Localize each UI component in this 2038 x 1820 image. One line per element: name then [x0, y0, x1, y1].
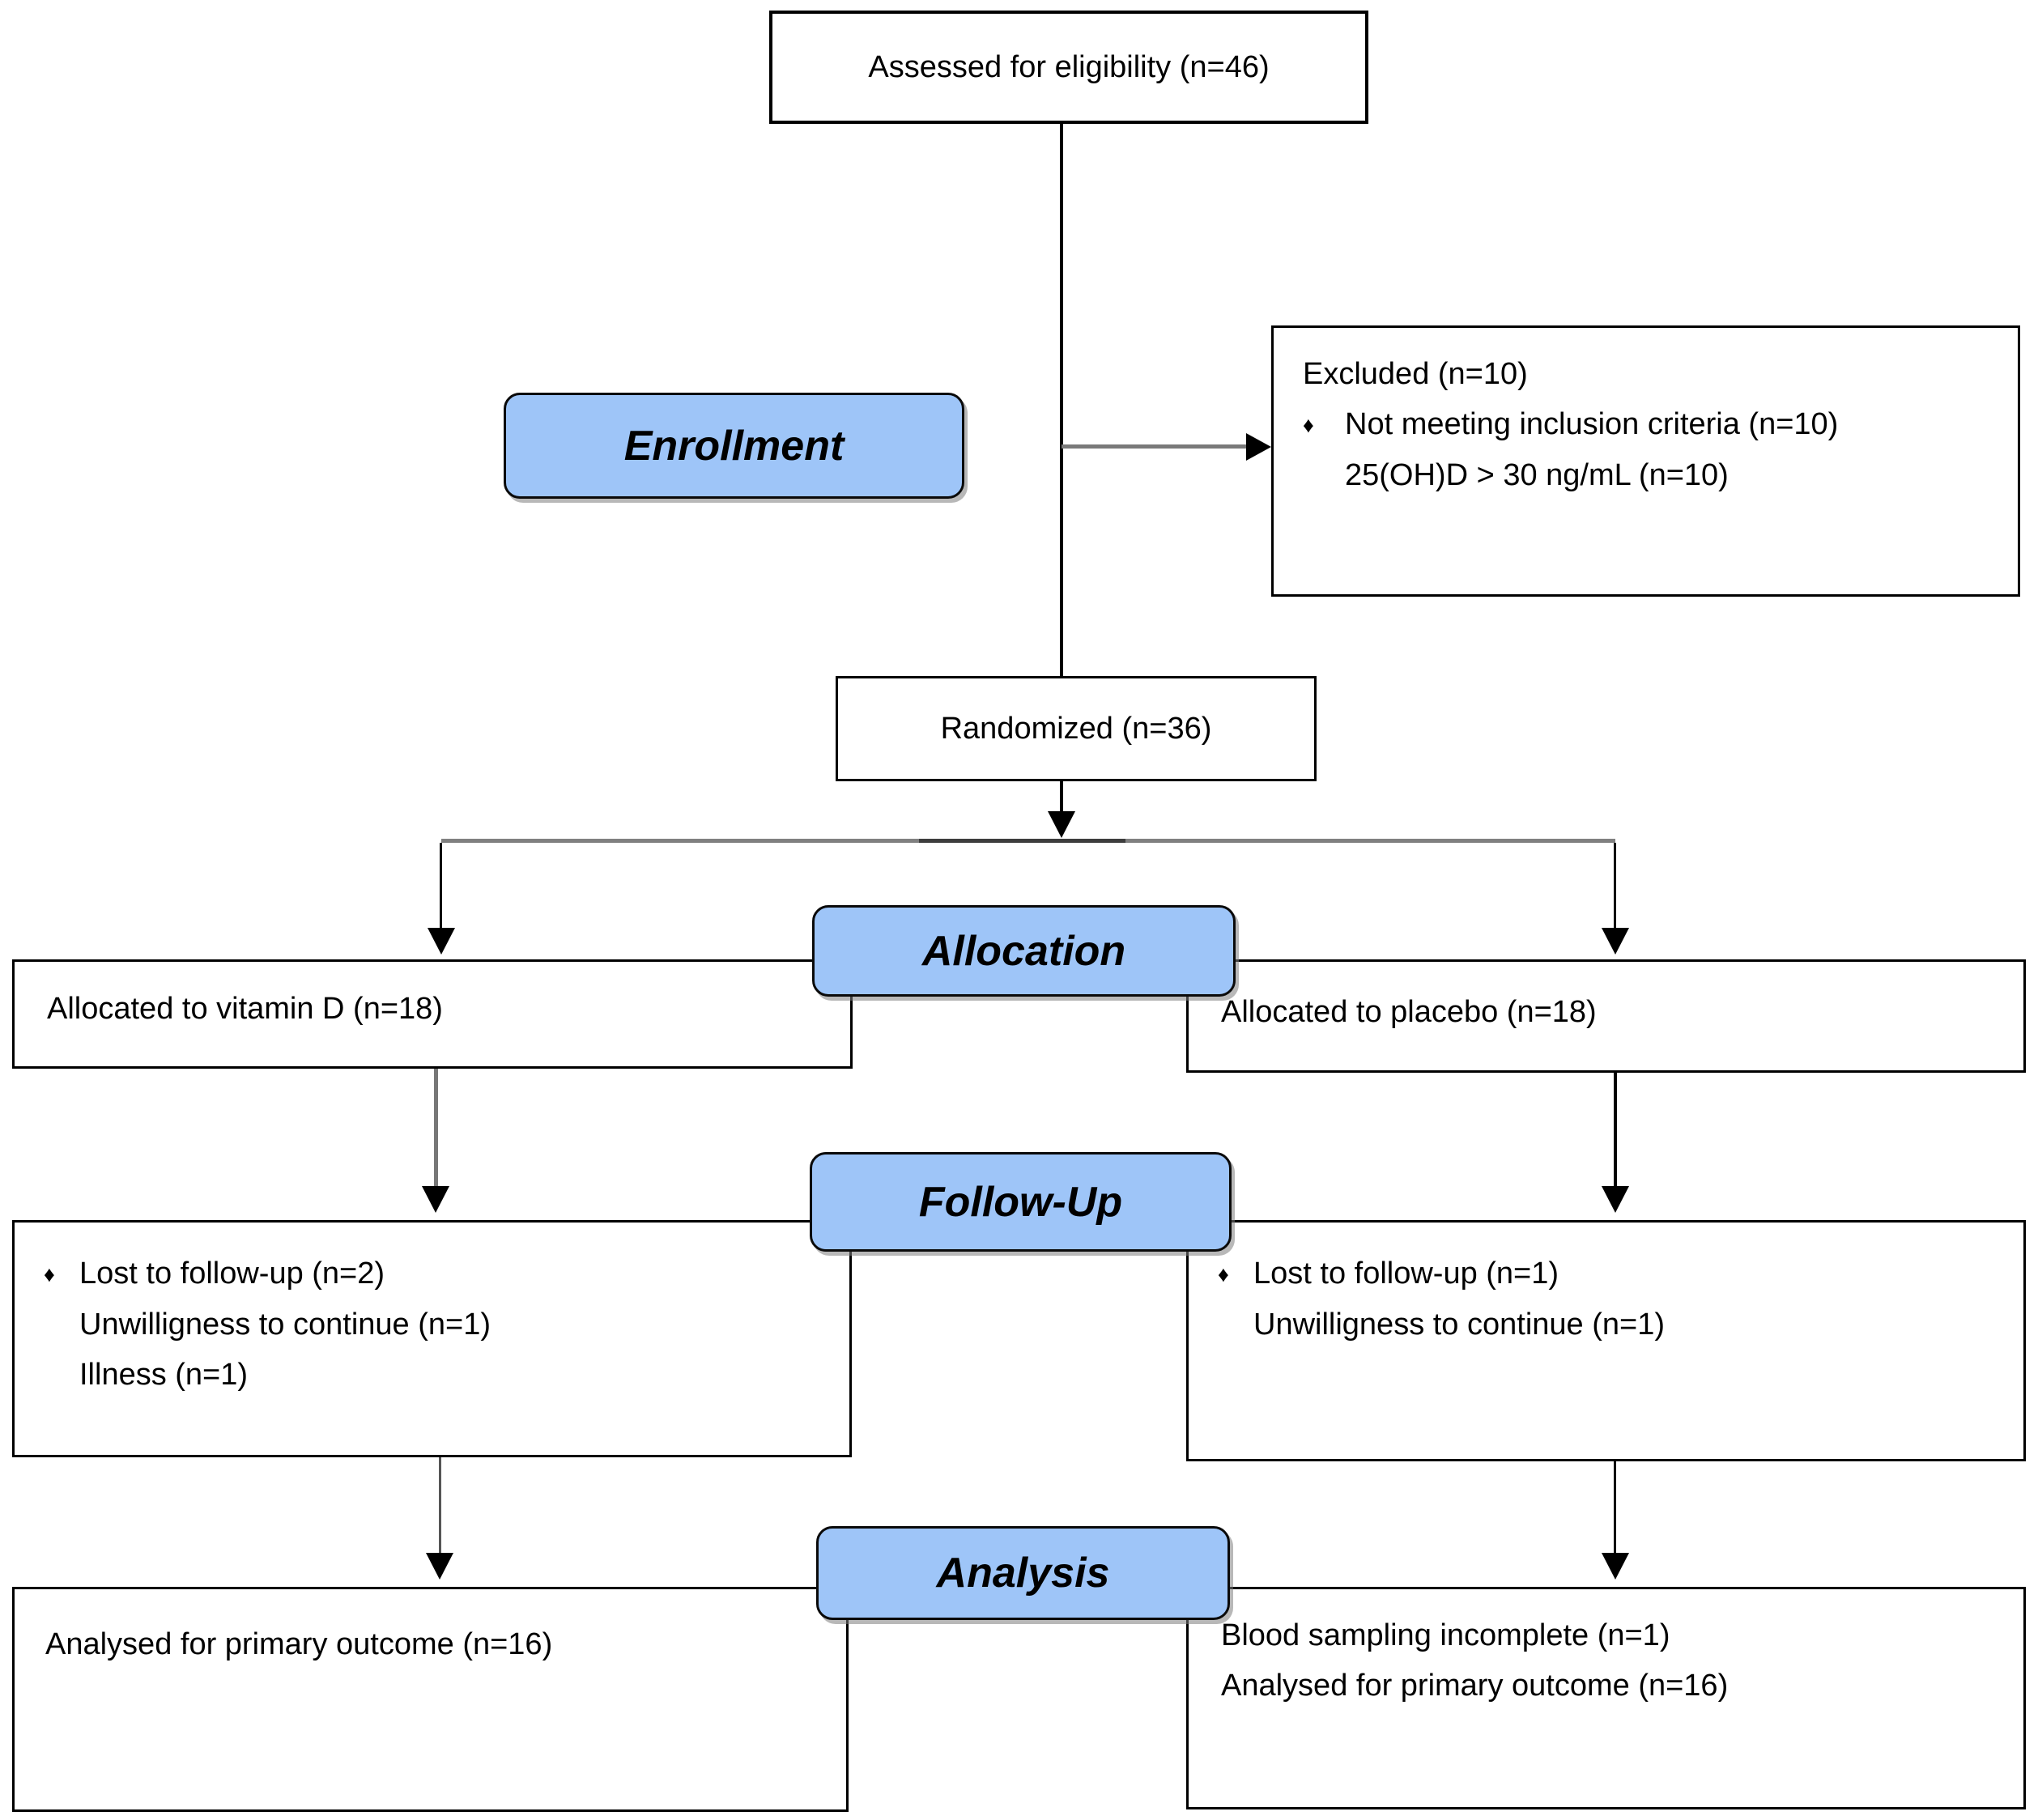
followup-stage-box: Follow-Up: [810, 1152, 1232, 1252]
excluded-reason: Not meeting inclusion criteria (n=10): [1345, 407, 1839, 441]
followup-stage-label: Follow-Up: [918, 1178, 1123, 1226]
bullet-diamond-icon: ♦: [44, 1262, 55, 1286]
allocated-vitamin-d-box: Allocated to vitamin D (n=18): [12, 959, 853, 1069]
enrollment-stage-box: Enrollment: [504, 393, 964, 499]
lost-to-followup-right-label: Lost to follow-up (n=1): [1253, 1257, 1559, 1291]
connector-allocation-to-followup-left: [434, 1069, 438, 1188]
connector-split-line-dark-segment: [919, 839, 1125, 843]
bullet-diamond-icon: ♦: [1303, 413, 1314, 437]
allocation-stage-label: Allocation: [921, 927, 1126, 975]
analysis-stage-label: Analysis: [936, 1550, 1110, 1597]
allocated-placebo-box: Allocated to placebo (n=18): [1186, 959, 2026, 1073]
randomized-box: Randomized (n=36): [836, 676, 1317, 781]
analysed-right-label: Analysed for primary outcome (n=16): [1221, 1669, 1729, 1703]
connector-followup-to-analysis-right: [1614, 1461, 1616, 1554]
assessed-label: Assessed for eligibility (n=46): [868, 50, 1270, 84]
enrollment-stage-label: Enrollment: [623, 422, 845, 470]
followup-left-line1: ♦ Lost to follow-up (n=2): [44, 1248, 841, 1299]
arrowhead-left-branch-icon: [428, 928, 455, 955]
analysis-stage-box: Analysis: [816, 1526, 1230, 1620]
arrowhead-right-branch-icon: [1602, 928, 1629, 955]
connector-followup-to-analysis-left: [439, 1457, 441, 1554]
excluded-box: Excluded (n=10) ♦ Not meeting inclusion c…: [1271, 325, 2020, 597]
excluded-subreason: 25(OH)D > 30 ng/mL (n=10): [1345, 458, 1729, 492]
blood-sampling-label: Blood sampling incomplete (n=1): [1221, 1618, 1670, 1652]
arrowhead-excluded-icon: [1246, 433, 1271, 461]
randomized-label: Randomized (n=36): [940, 712, 1212, 746]
arrowhead-followup-right-icon: [1602, 1186, 1629, 1213]
connector-left-branch: [440, 843, 442, 929]
arrowhead-followup-left-icon: [422, 1186, 449, 1213]
excluded-reason-line: ♦ Not meeting inclusion criteria (n=10): [1303, 399, 2010, 450]
connector-randomized-arrow: [1060, 781, 1063, 814]
bullet-diamond-icon: ♦: [1218, 1262, 1229, 1286]
analysed-left-label: Analysed for primary outcome (n=16): [45, 1627, 553, 1661]
connector-right-branch: [1614, 843, 1616, 929]
followup-left-box: ♦ Lost to follow-up (n=2) Unwilligness to…: [12, 1220, 852, 1457]
analysis-left-box: Analysed for primary outcome (n=16): [12, 1587, 849, 1812]
followup-right-box: ♦ Lost to follow-up (n=1) Unwilligness to…: [1186, 1220, 2026, 1461]
assessed-box: Assessed for eligibility (n=46): [769, 11, 1368, 124]
allocated-placebo-label: Allocated to placebo (n=18): [1221, 995, 1597, 1029]
analysis-right-box: Blood sampling incomplete (n=1) Analysed…: [1186, 1587, 2026, 1809]
followup-right-line2: Unwilligness to continue (n=1): [1253, 1308, 1665, 1342]
excluded-title: Excluded (n=10): [1303, 357, 1528, 391]
followup-left-line3: Illness (n=1): [79, 1358, 249, 1392]
followup-right-line1: ♦ Lost to follow-up (n=1): [1218, 1248, 2015, 1299]
arrowhead-analysis-left-icon: [426, 1553, 453, 1580]
arrowhead-randomized-icon: [1048, 811, 1075, 838]
followup-left-line2: Unwilligness to continue (n=1): [79, 1308, 491, 1342]
allocated-vitamin-d-label: Allocated to vitamin D (n=18): [47, 992, 443, 1026]
connector-allocation-to-followup-right: [1614, 1073, 1617, 1188]
lost-to-followup-left-label: Lost to follow-up (n=2): [79, 1257, 385, 1291]
arrowhead-analysis-right-icon: [1602, 1553, 1629, 1580]
connector-top-vertical: [1060, 124, 1063, 676]
allocation-stage-box: Allocation: [812, 905, 1236, 997]
connector-excluded-arrow: [1062, 444, 1248, 449]
